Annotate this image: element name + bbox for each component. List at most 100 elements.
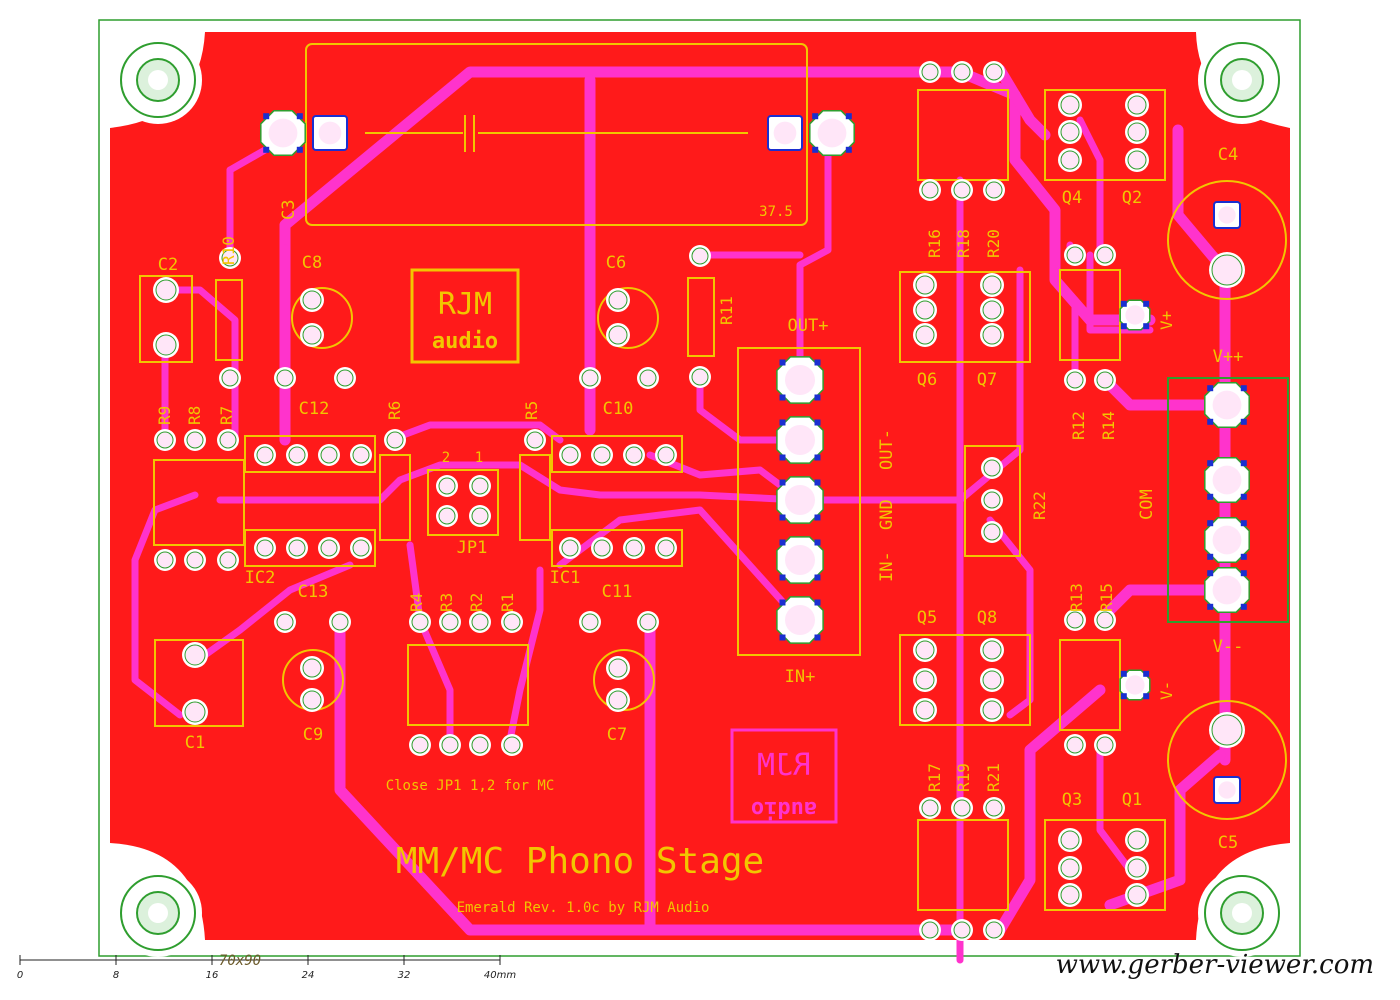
ruler-tick-label: 40mm (484, 970, 516, 981)
transistor-pad-10 (980, 668, 1004, 692)
c4-pad-plus (1213, 201, 1241, 229)
output-transistor-pad-3 (1125, 93, 1149, 117)
output-transistor-pad-10 (1125, 856, 1149, 880)
jumper-note: Close JP1 1,2 for MC (386, 778, 555, 794)
ic2-top-1 (286, 444, 308, 466)
watermark-text: www.gerber-viewer.com (1055, 950, 1374, 980)
r17-21-top-0 (919, 797, 941, 819)
label-r3: R3 (437, 593, 456, 612)
c1-pad-2 (182, 699, 208, 725)
r12-14-top-0 (1064, 244, 1086, 266)
c2-pad-1 (153, 277, 179, 303)
ic2-top-2 (318, 444, 340, 466)
label-r6: R6 (385, 401, 404, 420)
r16-20-bottom-2 (983, 179, 1005, 201)
label-c11: C11 (602, 582, 633, 602)
film-cap-pad-2 (579, 367, 601, 389)
output-transistor-pad-11 (1125, 883, 1149, 907)
film-cap-pad-4 (274, 611, 296, 633)
jp1-pad-2 (436, 505, 458, 527)
ruler-tick-label: 8 (113, 970, 119, 981)
io-connector-pad-1 (776, 416, 824, 464)
ic1-top-3 (655, 444, 677, 466)
label-c13: C13 (298, 582, 329, 602)
vminus-pad (1119, 669, 1151, 701)
r10-pad-2 (219, 367, 241, 389)
r16-20-top-0 (919, 61, 941, 83)
mounting-hole-bottom-right (1198, 869, 1286, 957)
r17-21-bottom-1 (951, 919, 973, 941)
r17-21-top-1 (951, 797, 973, 819)
board-subtitle: Emerald Rev. 1.0c by RJM Audio (457, 900, 710, 916)
ruler-tick-label: 0 (17, 970, 23, 981)
labels: MM/MC Phono Stage Emerald Rev. 1.0c by R… (155, 145, 1243, 916)
r22-pad-3 (981, 521, 1003, 543)
label-jp1: JP1 (457, 538, 488, 558)
label-out-plus: OUT+ (788, 316, 829, 336)
film-cap-pad-5 (329, 611, 351, 633)
jp1-pad-0 (436, 475, 458, 497)
label-r1: R1 (498, 593, 517, 612)
r13-15-bottom-0 (1064, 734, 1086, 756)
label-q2: Q2 (1122, 188, 1142, 208)
small-cap-pad-1 (300, 323, 324, 347)
c3-pad-1 (260, 110, 306, 156)
r17-21-top-2 (983, 797, 1005, 819)
label-in-minus: IN- (877, 551, 897, 582)
label-r5: R5 (522, 401, 541, 420)
r16-20-bottom-1 (951, 179, 973, 201)
r11-pad-1 (689, 245, 711, 267)
c3-pad-4 (809, 110, 855, 156)
transistor-pad-8 (913, 698, 937, 722)
small-cap-pad-6 (606, 656, 630, 680)
r1-4-top-0 (409, 611, 431, 633)
transistor-pad-2 (913, 323, 937, 347)
r13-15-top-0 (1064, 609, 1086, 631)
film-cap-pad-0 (274, 367, 296, 389)
label-c6: C6 (606, 253, 626, 273)
label-c2: C2 (158, 255, 178, 275)
label-c9: C9 (303, 725, 323, 745)
r5-pad (524, 429, 546, 451)
transistor-pad-11 (980, 698, 1004, 722)
label-r11: R11 (717, 296, 736, 325)
c1-pad-1 (182, 642, 208, 668)
label-r7: R7 (217, 406, 236, 425)
label-r21: R21 (984, 763, 1003, 792)
jumper-pin-1: 1 (475, 450, 483, 466)
small-cap-pad-4 (300, 656, 324, 680)
output-transistor-pad-7 (1058, 856, 1082, 880)
transistor-pad-1 (913, 298, 937, 322)
label-gnd: GND (877, 499, 897, 530)
label-r22: R22 (1030, 491, 1049, 520)
io-connector-pad-0 (776, 356, 824, 404)
label-c1: C1 (185, 733, 205, 753)
label-r2: R2 (467, 593, 486, 612)
label-ic1: IC1 (550, 568, 581, 588)
ic1-bottom-3 (655, 537, 677, 559)
ic2-top-0 (254, 444, 276, 466)
r22-pad-2 (981, 489, 1003, 511)
ic2-bottom-3 (350, 537, 372, 559)
output-transistor-pad-8 (1058, 883, 1082, 907)
r1-4-bottom-3 (501, 734, 523, 756)
transistor-pad-0 (913, 273, 937, 297)
ruler-tick-label: 16 (206, 970, 219, 981)
small-cap-pad-7 (606, 688, 630, 712)
io-connector-pad-2 (776, 476, 824, 524)
label-r15: R15 (1097, 583, 1116, 612)
label-vminus: V- (1157, 681, 1176, 700)
label-c8: C8 (302, 253, 322, 273)
r7-9-top-2 (217, 429, 239, 451)
ic1-top-0 (559, 444, 581, 466)
label-vmm: V-- (1213, 637, 1244, 657)
copper-pour (110, 32, 1290, 940)
label-q8: Q8 (977, 608, 997, 628)
ic2-bottom-2 (318, 537, 340, 559)
label-out-minus: OUT- (877, 429, 897, 470)
ic1-bottom-0 (559, 537, 581, 559)
vplus-pad (1119, 299, 1151, 331)
r22-pad-1 (981, 457, 1003, 479)
label-c4: C4 (1218, 145, 1238, 165)
label-c12: C12 (299, 399, 330, 419)
